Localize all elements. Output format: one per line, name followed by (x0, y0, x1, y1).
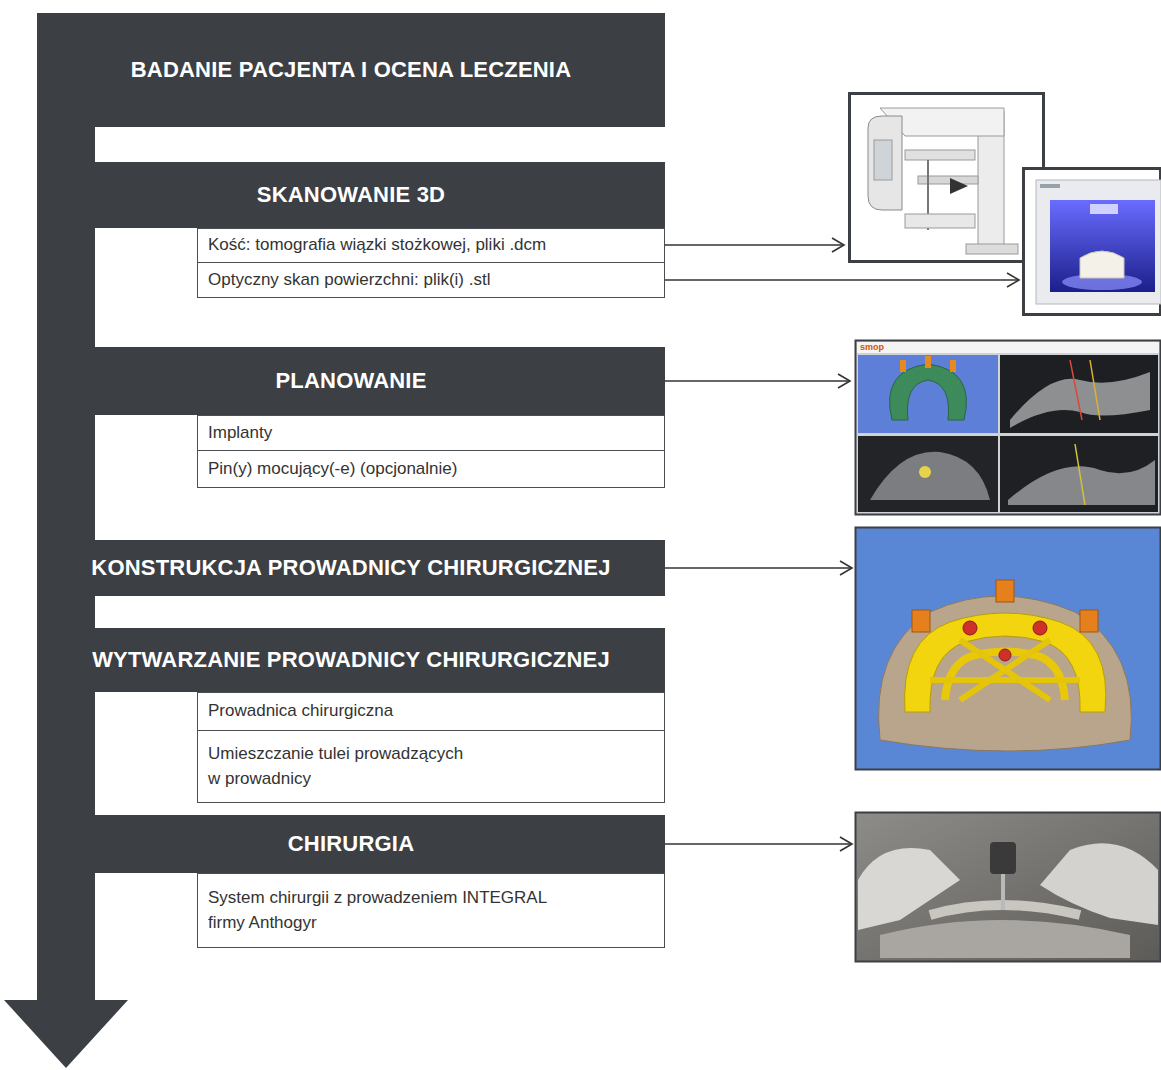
cbct-scanner-picture (850, 94, 1044, 262)
process-arrow (4, 1000, 128, 1068)
planning-software-screenshot (856, 341, 1161, 515)
planning-software-screenshot (900, 360, 906, 372)
planning-software-screenshot (1010, 372, 1150, 428)
planning-software-screenshot (1075, 444, 1085, 505)
optical-scanner-picture (1040, 184, 1060, 188)
surgical-guide-render (930, 640, 1080, 700)
step-text: Optyczny skan powierzchni: plik(i) .stl (208, 268, 490, 293)
surgery-photo (880, 920, 1130, 958)
leader-arrow (665, 279, 1019, 281)
planning-software-screenshot (950, 360, 956, 372)
detail-box: Umieszczanie tulei prowadzących w prowad… (197, 730, 665, 803)
planning-software-screenshot (858, 355, 998, 433)
leader-arrow (840, 561, 852, 575)
leader-arrow (665, 244, 844, 246)
step-band: KONSTRUKCJA PROWADNICY CHIRURGICZNEJ (37, 540, 665, 596)
leader-arrow (840, 837, 852, 851)
software-logo: smop (860, 343, 884, 352)
step-text: Pin(y) mocujący(-e) (opcjonalnie) (208, 457, 457, 482)
optical-scanner-picture (1090, 204, 1118, 214)
detail-box: Pin(y) mocujący(-e) (opcjonalnie) (197, 450, 665, 488)
step-text: SKANOWANIE 3D (257, 182, 445, 208)
step-text: BADANIE PACJENTA I OCENA LECZENIA (131, 57, 572, 83)
leader-arrow (665, 843, 852, 845)
surgical-guide-render (912, 610, 930, 632)
detail-box: Prowadnica chirurgiczna (197, 692, 665, 731)
surgical-guide-render (905, 613, 1106, 712)
surgery-photo (856, 813, 1161, 962)
planning-software-screenshot (1000, 355, 1158, 433)
detail-box: Implanty (197, 415, 665, 451)
planning-software-screenshot (890, 364, 967, 420)
leader-arrow (1007, 273, 1019, 287)
step-text: Prowadnica chirurgiczna (208, 699, 393, 724)
step-band: BADANIE PACJENTA I OCENA LECZENIA (37, 13, 665, 127)
cbct-scanner-picture (850, 94, 1044, 262)
planning-software-screenshot (919, 466, 931, 478)
cbct-scanner-picture (966, 244, 1018, 254)
step-text: Implanty (208, 421, 272, 446)
surgical-guide-render (963, 621, 977, 635)
optical-scanner-picture (1024, 169, 1161, 315)
surgical-guide-render (1080, 610, 1098, 632)
surgery-photo (990, 842, 1016, 874)
step-text: PLANOWANIE (275, 368, 426, 394)
surgery-photo (1001, 874, 1005, 910)
planning-software-screenshot (870, 452, 990, 500)
surgery-photo (858, 848, 960, 930)
leader-arrow (838, 374, 850, 388)
optical-scanner-picture (1024, 169, 1161, 315)
leader-arrow (665, 567, 852, 569)
cbct-scanner-picture (905, 214, 975, 228)
planning-software-screenshot (1070, 360, 1082, 420)
optical-scanner-picture (1050, 200, 1155, 292)
step-text: Umieszczanie tulei prowadzących w prowad… (208, 742, 470, 791)
detail-box: System chirurgii z prowadzeniem INTEGRAL… (197, 873, 665, 948)
step-text: CHIRURGIA (288, 831, 414, 857)
cbct-scanner-picture (868, 116, 902, 210)
planning-software-screenshot (856, 341, 1161, 515)
cbct-scanner-picture (874, 140, 892, 180)
step-text: WYTWARZANIE PROWADNICY CHIRURGICZNEJ (92, 647, 610, 673)
surgery-photo (856, 813, 1161, 962)
planning-software-screenshot (857, 342, 1159, 353)
cbct-scanner-picture (950, 178, 968, 194)
step-text: System chirurgii z prowadzeniem INTEGRAL… (208, 886, 563, 935)
planning-software-screenshot (858, 436, 998, 512)
planning-software-screenshot (1090, 360, 1100, 420)
surgical-guide-render (879, 596, 1132, 751)
step-text: KONSTRUKCJA PROWADNICY CHIRURGICZNEJ (91, 555, 610, 581)
planning-software-screenshot (1000, 436, 1158, 512)
step-band: WYTWARZANIE PROWADNICY CHIRURGICZNEJ (37, 628, 665, 692)
leader-arrow (832, 238, 844, 252)
step-band: PLANOWANIE (37, 347, 665, 415)
surgical-guide-render (1033, 621, 1047, 635)
surgical-guide-render (999, 649, 1011, 661)
optical-scanner-picture (1036, 180, 1161, 304)
optical-scanner-picture (1080, 251, 1124, 278)
cbct-scanner-picture (905, 150, 975, 160)
surgical-guide-render (856, 528, 1161, 770)
detail-box: Optyczny skan powierzchni: plik(i) .stl (197, 262, 665, 298)
step-band: SKANOWANIE 3D (37, 162, 665, 228)
detail-box: Kość: tomografia wiązki stożkowej, pliki… (197, 228, 665, 263)
surgical-guide-render (996, 580, 1014, 602)
planning-software-screenshot (925, 356, 931, 368)
leader-arrow (665, 380, 850, 382)
step-band: CHIRURGIA (37, 815, 665, 873)
step-text: Kość: tomografia wiązki stożkowej, pliki… (208, 233, 546, 258)
surgical-guide-render (856, 528, 1161, 770)
